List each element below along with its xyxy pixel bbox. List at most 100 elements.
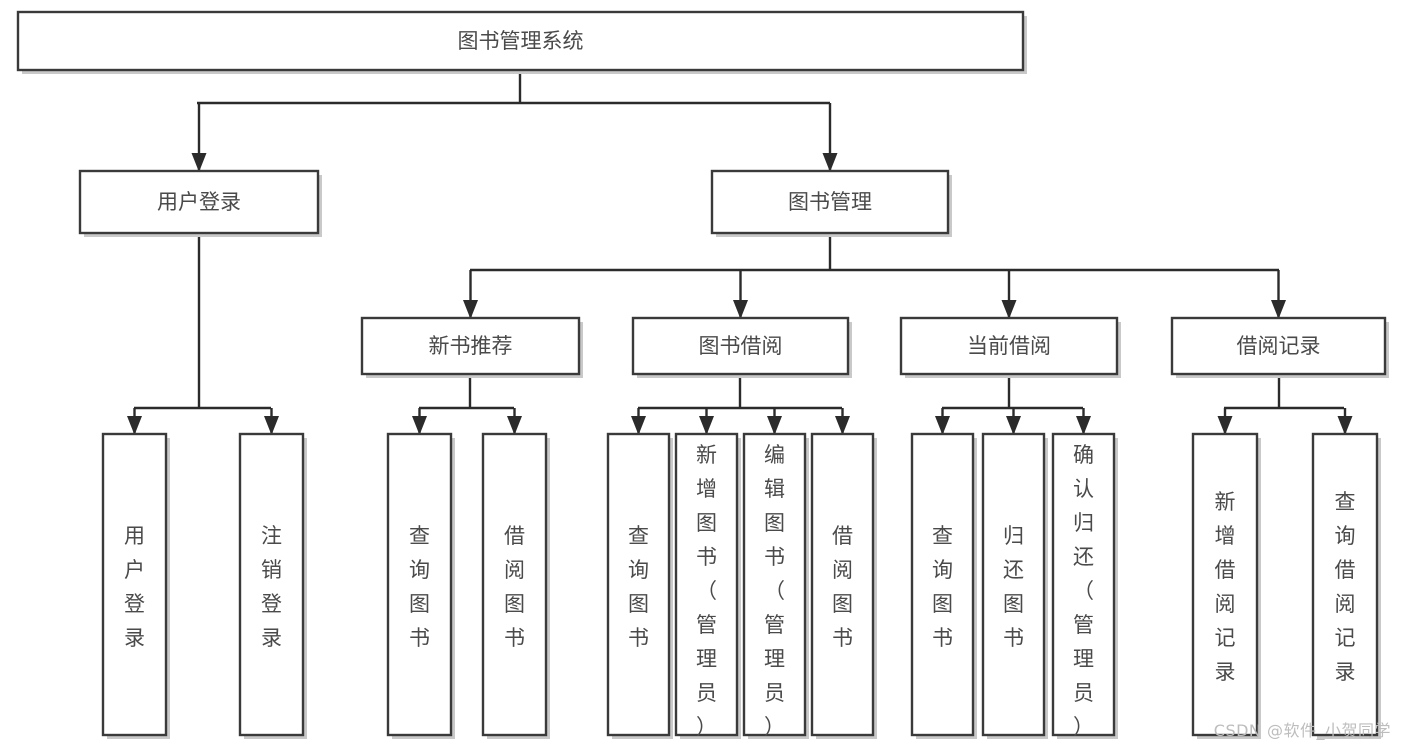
- edge-user-login-to-leaf-user-login: [127, 408, 142, 435]
- node-box[interactable]: [238, 432, 305, 737]
- node-label: 当前借阅: [967, 334, 1051, 358]
- arrow-head-icon: [733, 300, 748, 319]
- node-leaf-query-book-cur[interactable]: 查询图书: [910, 432, 977, 739]
- node-label: 注销登录: [261, 524, 282, 650]
- arrow-head-icon: [822, 153, 838, 172]
- node-box[interactable]: [481, 432, 548, 737]
- node-box[interactable]: [1051, 432, 1116, 737]
- node-user-login[interactable]: 用户登录: [78, 169, 322, 237]
- node-label: 查询图书: [409, 524, 430, 650]
- node-box[interactable]: [386, 432, 453, 737]
- node-leaf-add-record[interactable]: 新增借阅记录: [1191, 432, 1261, 739]
- node-label: 图书管理: [788, 190, 872, 214]
- branch-connector-bar-book-borrow: [638, 374, 842, 410]
- node-leaf-edit-book[interactable]: 编辑图书（管理员）: [742, 432, 809, 739]
- node-box[interactable]: [1191, 432, 1259, 737]
- arrow-head-icon: [1217, 416, 1233, 435]
- arrow-head-icon: [1001, 300, 1017, 319]
- edge-book-borrow-to-leaf-add-book: [699, 408, 714, 435]
- node-box[interactable]: [1170, 316, 1387, 376]
- node-label: 确认归还（管理员）: [1073, 443, 1094, 739]
- connector-layer: [127, 70, 1353, 435]
- branch-connector-bar-current-borrow: [942, 374, 1083, 410]
- node-root[interactable]: 图书管理系统: [16, 10, 1027, 74]
- node-leaf-borrow-book[interactable]: 借阅图书: [810, 432, 877, 739]
- node-book-manage[interactable]: 图书管理: [710, 169, 952, 237]
- node-label: 用户登录: [124, 524, 145, 650]
- edge-user-login-to-leaf-logout: [264, 408, 279, 435]
- edge-new-book-rec-to-leaf-query-book-rec: [412, 408, 427, 435]
- edge-book-manage-to-current-borrow: [1001, 270, 1017, 319]
- node-box[interactable]: [810, 432, 875, 737]
- node-leaf-query-book[interactable]: 查询图书: [606, 432, 673, 739]
- arrow-head-icon: [1006, 416, 1021, 435]
- node-current-borrow[interactable]: 当前借阅: [899, 316, 1121, 378]
- node-label: 用户登录: [157, 190, 241, 214]
- node-leaf-confirm-return[interactable]: 确认归还（管理员）: [1051, 432, 1118, 739]
- node-borrow-record[interactable]: 借阅记录: [1170, 316, 1389, 378]
- arrow-head-icon: [1337, 416, 1353, 435]
- arrow-head-icon: [699, 416, 714, 435]
- arrow-head-icon: [127, 416, 142, 435]
- arrow-head-icon: [507, 416, 522, 435]
- node-leaf-logout[interactable]: 注销登录: [238, 432, 307, 739]
- branch-connector-bar-borrow-record: [1224, 374, 1344, 410]
- node-box[interactable]: [606, 432, 671, 737]
- edge-borrow-record-to-leaf-add-record: [1217, 408, 1233, 435]
- arrow-head-icon: [1271, 300, 1286, 319]
- edge-new-book-rec-to-leaf-borrow-book-rec: [507, 408, 522, 435]
- node-box[interactable]: [710, 169, 950, 235]
- node-leaf-return-book[interactable]: 归还图书: [981, 432, 1048, 739]
- edge-book-borrow-to-leaf-edit-book: [767, 408, 782, 435]
- edge-book-manage-to-borrow-record: [1271, 270, 1286, 319]
- node-box[interactable]: [910, 432, 975, 737]
- node-box[interactable]: [631, 316, 850, 376]
- edge-root-to-book-manage: [822, 103, 838, 172]
- branch-connector-bar-book-manage: [470, 233, 1279, 272]
- node-book-borrow[interactable]: 图书借阅: [631, 316, 852, 378]
- node-box[interactable]: [78, 169, 320, 235]
- arrow-head-icon: [835, 416, 850, 435]
- edge-current-borrow-to-leaf-confirm-return: [1076, 408, 1091, 435]
- node-leaf-user-login[interactable]: 用户登录: [101, 432, 170, 739]
- node-label: 借阅记录: [1237, 334, 1321, 358]
- node-box[interactable]: [16, 10, 1025, 72]
- node-box[interactable]: [981, 432, 1046, 737]
- arrow-head-icon: [631, 416, 646, 435]
- node-layer: 图书管理系统用户登录图书管理新书推荐图书借阅当前借阅借阅记录用户登录注销登录查询…: [16, 10, 1389, 739]
- node-label: 图书借阅: [699, 334, 783, 358]
- node-leaf-add-book[interactable]: 新增图书（管理员）: [674, 432, 741, 739]
- edge-book-borrow-to-leaf-query-book: [631, 408, 646, 435]
- node-label: 归还图书: [1003, 524, 1024, 650]
- node-box[interactable]: [360, 316, 581, 376]
- edge-borrow-record-to-leaf-query-record: [1337, 408, 1353, 435]
- edge-root-to-user-login: [191, 103, 207, 172]
- node-label: 借阅图书: [832, 524, 853, 650]
- node-label: 编辑图书（管理员）: [764, 443, 785, 739]
- node-box[interactable]: [101, 432, 168, 737]
- node-leaf-query-book-rec[interactable]: 查询图书: [386, 432, 455, 739]
- node-label: 新书推荐: [429, 334, 513, 358]
- node-label: 新增图书（管理员）: [696, 443, 717, 739]
- branch-connector-bar-root: [197, 70, 830, 105]
- node-leaf-query-record[interactable]: 查询借阅记录: [1311, 432, 1381, 739]
- branch-connector-bar-user-login: [134, 233, 271, 410]
- edge-book-borrow-to-leaf-borrow-book: [835, 408, 850, 435]
- arrow-head-icon: [463, 300, 478, 319]
- node-box[interactable]: [674, 432, 739, 737]
- node-box[interactable]: [1311, 432, 1379, 737]
- edge-current-borrow-to-leaf-return-book: [1006, 408, 1021, 435]
- node-leaf-borrow-book-rec[interactable]: 借阅图书: [481, 432, 550, 739]
- node-new-book-rec[interactable]: 新书推荐: [360, 316, 583, 378]
- node-box[interactable]: [899, 316, 1119, 376]
- node-label: 图书管理系统: [458, 29, 584, 53]
- edge-book-manage-to-new-book-rec: [463, 270, 478, 319]
- node-box[interactable]: [742, 432, 807, 737]
- node-label: 查询借阅记录: [1335, 490, 1356, 684]
- edge-book-manage-to-book-borrow: [733, 270, 748, 319]
- arrow-head-icon: [412, 416, 427, 435]
- node-label: 查询图书: [628, 524, 649, 650]
- node-label: 借阅图书: [504, 524, 525, 650]
- node-label: 查询图书: [932, 524, 953, 650]
